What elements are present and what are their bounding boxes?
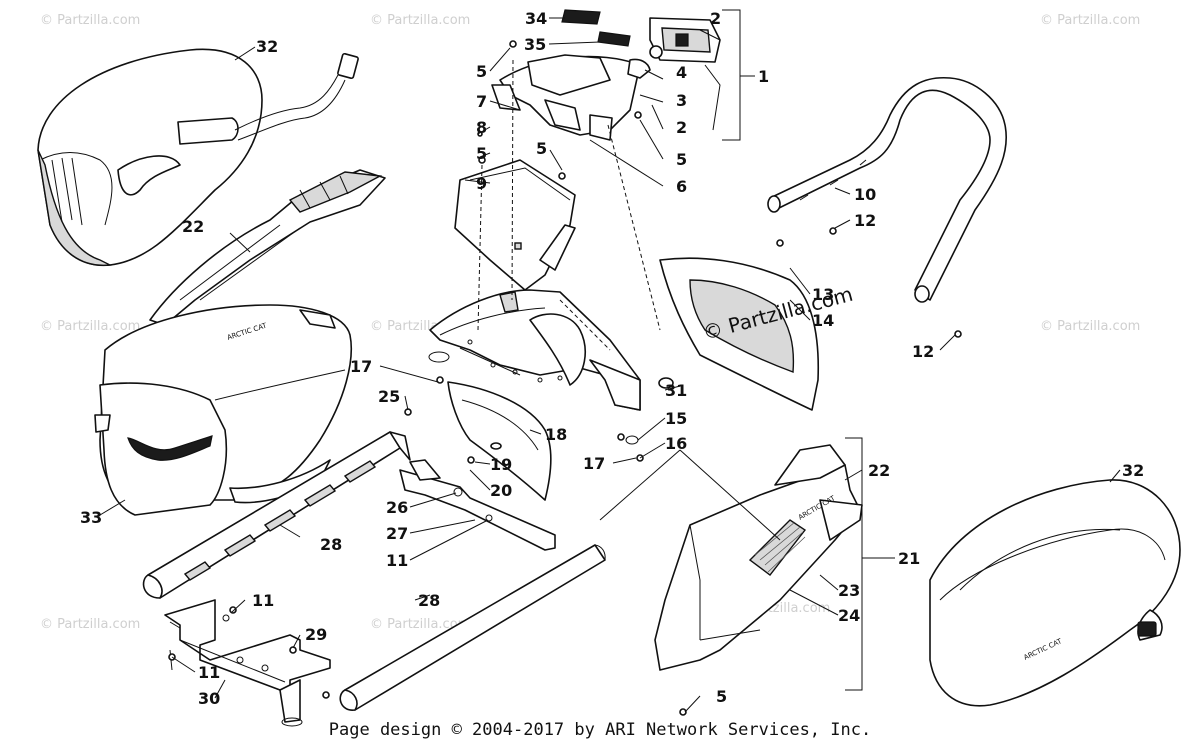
- callout-24: 24: [838, 606, 860, 625]
- callout-32: 32: [256, 37, 278, 56]
- watermark: © Partzilla.com: [1040, 319, 1140, 334]
- callout-16: 16: [665, 434, 687, 453]
- watermark: © Partzilla.com: [1040, 13, 1140, 28]
- callout-9: 9: [476, 174, 487, 193]
- watermark: © Partzilla.com: [40, 319, 140, 334]
- callout-2: 2: [676, 118, 687, 137]
- callout-14: 14: [812, 311, 834, 330]
- hardware: [168, 40, 962, 716]
- seat: ARCTIC CAT: [94, 304, 353, 516]
- callout-2: 2: [710, 9, 721, 28]
- callout-35: 35: [524, 35, 546, 54]
- bumper-bracket: [399, 459, 556, 551]
- callout-13: 13: [812, 285, 834, 304]
- storage-bag-right: ARCTIC CAT: [929, 479, 1181, 707]
- callout-21: 21: [898, 549, 920, 568]
- side-panel-right: [659, 257, 820, 411]
- callout-22: 22: [868, 461, 890, 480]
- guide-lines: [477, 59, 661, 351]
- callout-11: 11: [252, 591, 274, 610]
- callout-29: 29: [305, 625, 327, 644]
- callout-20: 20: [490, 481, 512, 500]
- callout-5: 5: [536, 139, 547, 158]
- taillight-assembly: [491, 9, 721, 141]
- callout-12: 12: [912, 342, 934, 361]
- callout-34: 34: [525, 9, 547, 28]
- callout-11: 11: [198, 663, 220, 682]
- callout-17: 17: [350, 357, 372, 376]
- callout-26: 26: [386, 498, 408, 517]
- bumper-bracket: [164, 599, 331, 727]
- callout-28: 28: [320, 535, 342, 554]
- callout-15: 15: [665, 409, 687, 428]
- rear-mud-flap: [447, 381, 552, 501]
- callout-5: 5: [716, 687, 727, 706]
- side-panel-left: [149, 169, 386, 326]
- callout-5: 5: [476, 144, 487, 163]
- callout-11: 11: [386, 551, 408, 570]
- side-panel-right: ARCTIC CAT: [654, 444, 863, 671]
- callout-5: 5: [676, 150, 687, 169]
- callout-8: 8: [476, 118, 487, 137]
- callout-18: 18: [545, 425, 567, 444]
- watermark: © Partzilla.com: [40, 13, 140, 28]
- side-rail: [142, 431, 411, 599]
- callout-23: 23: [838, 581, 860, 600]
- callout-30: 30: [198, 689, 220, 708]
- leader-lines: [99, 9, 1121, 713]
- watermark: © Partzilla.com: [370, 617, 470, 632]
- callout-6: 6: [676, 177, 687, 196]
- callout-33: 33: [80, 508, 102, 527]
- callout-7: 7: [476, 92, 487, 111]
- callout-5: 5: [476, 62, 487, 81]
- grab-bar: [767, 76, 1007, 303]
- callout-27: 27: [386, 524, 408, 543]
- callout-10: 10: [854, 185, 876, 204]
- storage-bag-left: [37, 48, 359, 267]
- callout-3: 3: [676, 91, 687, 110]
- callout-28: 28: [418, 591, 440, 610]
- callout-12: 12: [854, 211, 876, 230]
- callout-labels: 34 35 5 7 8 5 9 5 4 3 2 5 6 2 1 10 12 13…: [80, 9, 1144, 708]
- callout-4: 4: [676, 63, 687, 82]
- callout-17: 17: [583, 454, 605, 473]
- watermark: © Partzilla.com: [370, 13, 470, 28]
- callout-22: 22: [182, 217, 204, 236]
- callout-31: 31: [665, 381, 687, 400]
- callout-1: 1: [758, 67, 769, 86]
- side-rail: [339, 544, 606, 711]
- watermark: © Partzilla.com: [40, 617, 140, 632]
- rear-cover: [454, 159, 576, 291]
- callout-25: 25: [378, 387, 400, 406]
- page-credit: Page design © 2004-2017 by ARI Network S…: [328, 720, 872, 740]
- callout-32: 32: [1122, 461, 1144, 480]
- callout-19: 19: [490, 455, 512, 474]
- rear-fender: [429, 289, 641, 411]
